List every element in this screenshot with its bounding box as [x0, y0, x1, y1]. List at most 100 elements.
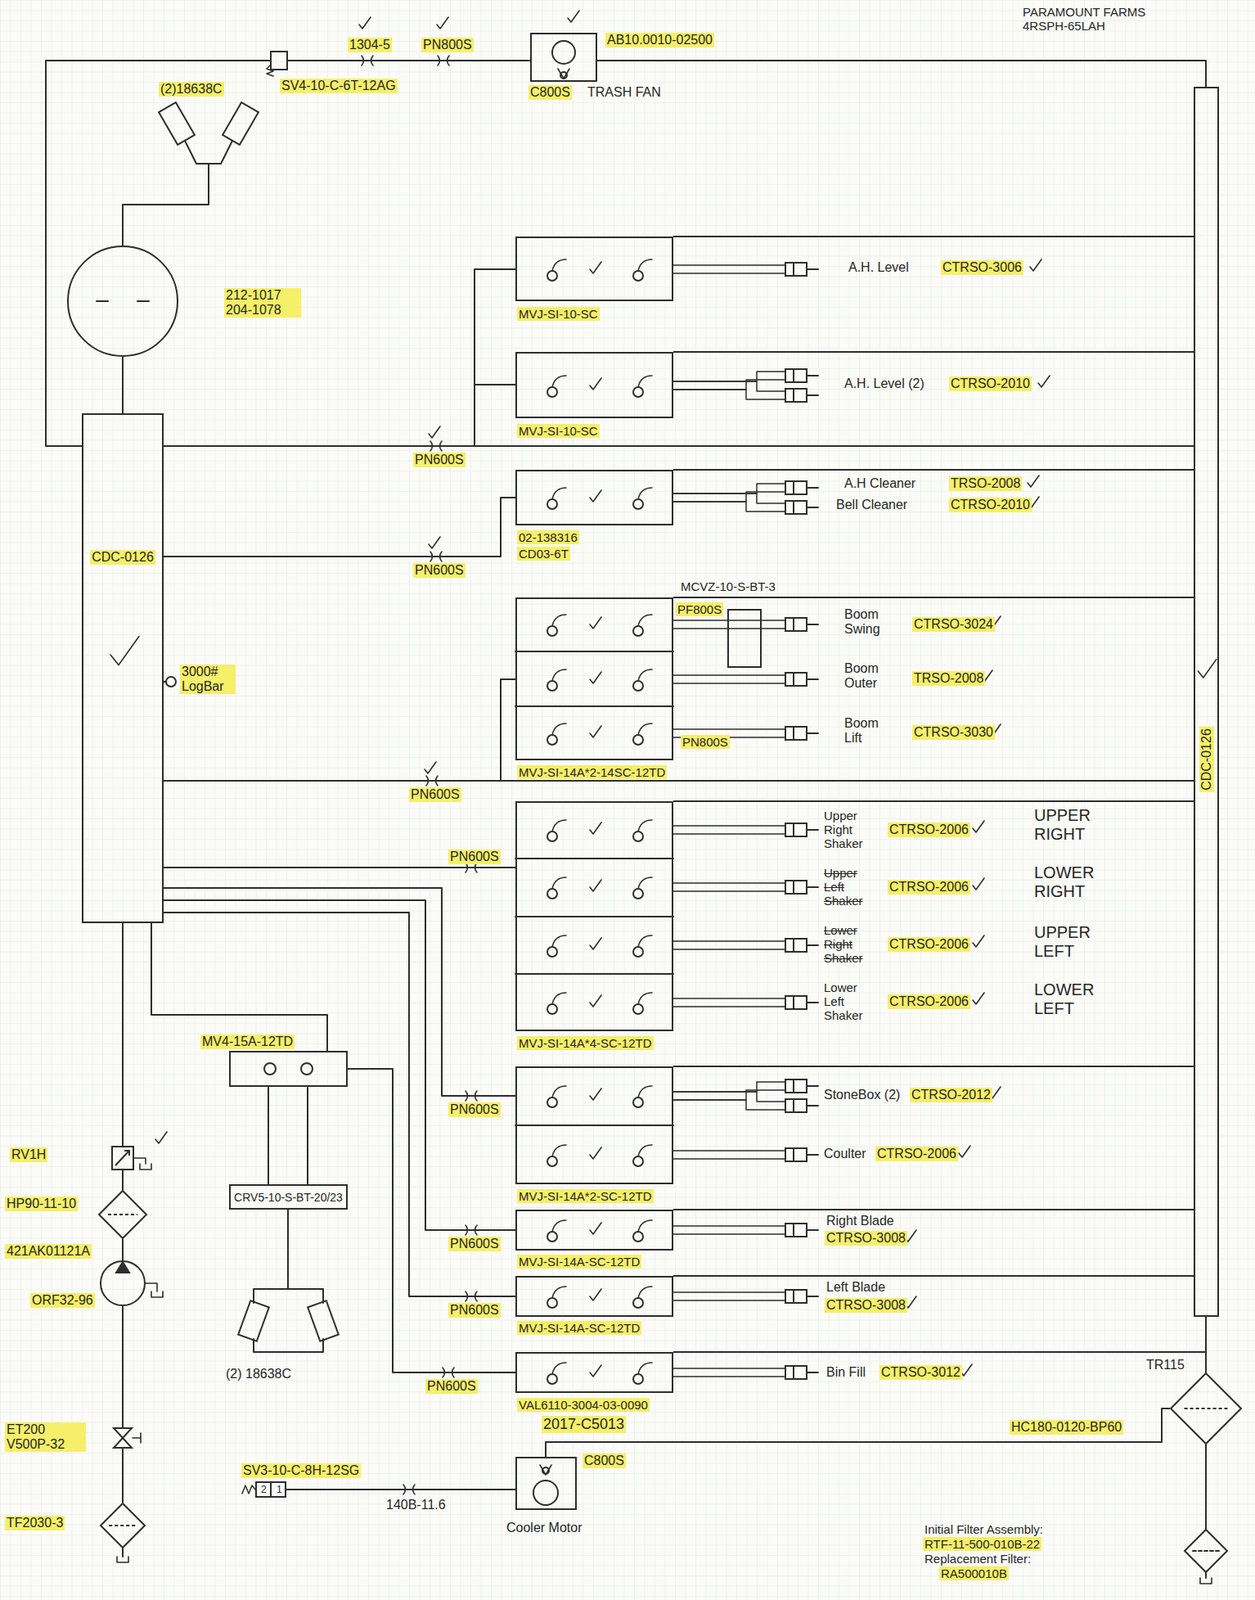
- callout-label: PN600S: [413, 452, 466, 468]
- check-mark: [110, 636, 140, 666]
- cylinder-symbol: [785, 1079, 807, 1093]
- gauge-symbol: [166, 676, 176, 687]
- hydraulic-line: [267, 1086, 270, 1184]
- part-number: CDC-0126: [89, 549, 156, 565]
- hydraulic-line: [306, 1086, 309, 1184]
- spool-port: [547, 386, 558, 397]
- check-mark: [589, 994, 602, 1007]
- work-line: [673, 1099, 786, 1110]
- work-line: [673, 619, 786, 621]
- callout-label: PN600S: [448, 1102, 501, 1117]
- part-number: CD03-6T: [517, 546, 571, 561]
- part-number: (2)18638C: [158, 81, 225, 97]
- filter-symbol: [1170, 1372, 1242, 1444]
- filter-element: [1192, 1549, 1220, 1552]
- part-number: MV4-15A-12TD: [200, 1034, 295, 1049]
- work-line: [673, 997, 786, 999]
- part-number: ET200 V500P-32: [4, 1421, 86, 1452]
- part-number: CRV5-10-S-BT-20/23: [232, 1190, 345, 1204]
- motor-symbol: [238, 1299, 270, 1341]
- cylinder-rod: [806, 268, 819, 270]
- cylinder-symbol: [785, 481, 807, 495]
- part-number: SV4-10-C-6T-12AG: [279, 78, 398, 94]
- work-line: [673, 890, 786, 892]
- check-mark: [1038, 375, 1050, 387]
- component-rect: CRV5-10-S-BT-20/23: [229, 1183, 348, 1210]
- work-line: [673, 728, 786, 730]
- callout-label: CTRSO-2012: [909, 1087, 993, 1103]
- cylinder-piston: [792, 1289, 795, 1303]
- callout-label: Boom Swing: [842, 607, 896, 637]
- callout-label: Upper Left Shaker: [822, 865, 883, 908]
- motor-line: [253, 1338, 324, 1352]
- check-mark: [589, 1147, 602, 1159]
- spool-port: [547, 625, 558, 636]
- cylinder-rod: [806, 1295, 819, 1297]
- spool-port: [547, 1297, 558, 1308]
- check-mark: [589, 822, 602, 834]
- check-mark: [589, 879, 602, 891]
- callout-label: Upper Right Shaker: [822, 808, 883, 851]
- hydraulic-line: [163, 912, 516, 1296]
- spool-port: [633, 1297, 644, 1308]
- check-mark: [972, 935, 985, 947]
- tank-symbol: [151, 1290, 163, 1297]
- cylinder-rod: [806, 1001, 819, 1004]
- cylinder-symbol: [785, 880, 807, 894]
- return-line: [474, 445, 1194, 447]
- filter-symbol: [1184, 1529, 1228, 1572]
- symbol-outline: [99, 1502, 146, 1548]
- spool-path: [638, 1085, 653, 1098]
- check-mark: [589, 1088, 602, 1100]
- component-rect: Cooler Motor: [515, 1456, 577, 1510]
- check-mark: [359, 17, 371, 29]
- cylinder-piston: [792, 1365, 795, 1379]
- tank-symbol: [139, 1163, 152, 1170]
- callout-label: CTRSO-3024: [912, 616, 995, 632]
- motor-line: [184, 140, 233, 164]
- callout-label: Left Blade: [824, 1279, 887, 1295]
- spool-port: [633, 625, 644, 636]
- hydraulic-line: [597, 60, 1206, 87]
- callout-label: C800S: [528, 85, 572, 100]
- check-mark: [589, 490, 602, 502]
- hydraulic-line: [121, 922, 124, 1146]
- callout-label: A.H. Level: [846, 260, 911, 275]
- check-mark: [589, 1364, 602, 1377]
- cylinder-symbol: [785, 1098, 807, 1112]
- hydraulic-line: [151, 922, 328, 1051]
- hydraulic-line: [673, 350, 1194, 353]
- cylinder-rod: [806, 1084, 819, 1087]
- cylinder-symbol: [785, 368, 807, 383]
- spool-port: [633, 1097, 644, 1107]
- check-mark: [589, 725, 602, 738]
- work-line: [673, 832, 786, 835]
- valve-spring: [242, 1484, 256, 1494]
- callout-label: StoneBox (2): [822, 1087, 902, 1103]
- spool-port: [633, 946, 644, 957]
- section-divider: [515, 1124, 674, 1126]
- work-line: [673, 1224, 786, 1227]
- hydraulic-line: [673, 1274, 1194, 1277]
- callout-label: LOWER RIGHT: [1032, 863, 1126, 901]
- spool-path: [638, 1144, 653, 1157]
- callout-label: RA500010B: [939, 1565, 1009, 1580]
- cylinder-symbol: [785, 938, 807, 952]
- cylinder-piston: [792, 1223, 795, 1237]
- hydraulic-line: [163, 866, 516, 869]
- cylinder-rod: [806, 486, 819, 489]
- component-rect: MVJ-SI-14A*2-SC-12TD: [515, 1066, 674, 1184]
- spool-port: [633, 270, 644, 281]
- spool-port: [547, 888, 558, 899]
- work-line: [673, 389, 786, 400]
- callout-label: TRSO-2008: [949, 476, 1022, 491]
- hydraulic-line: [673, 1208, 1194, 1211]
- hydraulic-line: [286, 1488, 516, 1490]
- spool-path: [552, 723, 567, 735]
- callout-label: CTRSO-3030: [912, 724, 995, 740]
- callout-label: CTRSO-3012: [879, 1364, 963, 1380]
- motor-symbol: [307, 1299, 339, 1341]
- work-line: [673, 1290, 786, 1293]
- component-bowtie: ET200 V500P-32: [112, 1426, 133, 1449]
- work-line: [673, 1149, 786, 1152]
